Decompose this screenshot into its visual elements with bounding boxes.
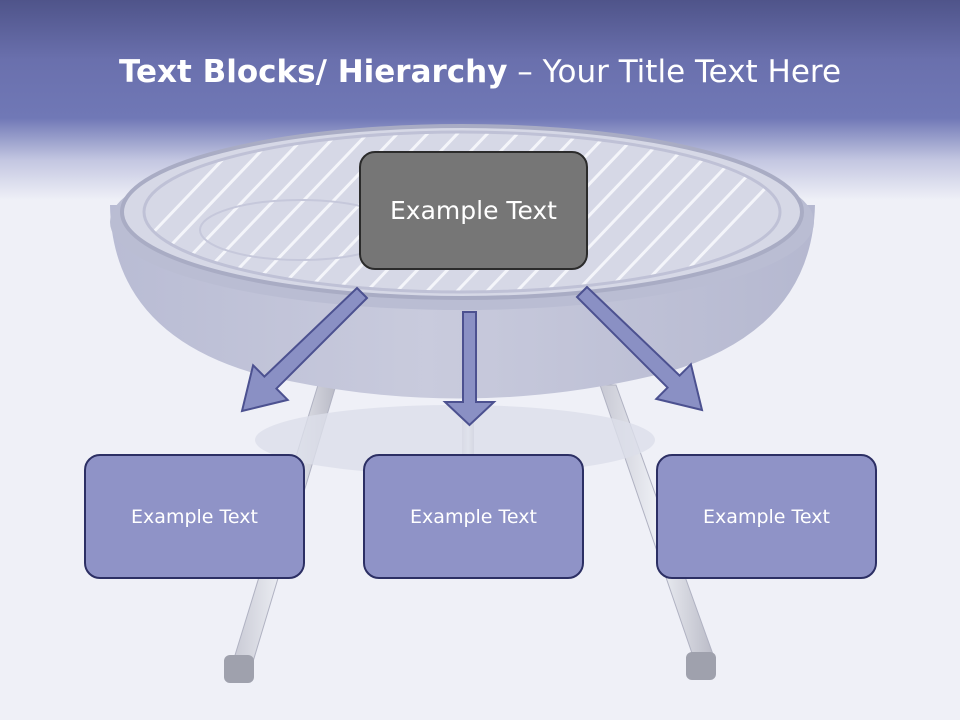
child-box-right-text: Example Text: [703, 505, 830, 528]
slide-title: Text Blocks/ Hierarchy – Your Title Text…: [0, 54, 960, 90]
arrow-left: [240, 286, 369, 413]
arrow-center: [442, 311, 497, 427]
child-box-center-text: Example Text: [410, 505, 537, 528]
title-bold-part: Text Blocks/ Hierarchy: [118, 54, 508, 90]
top-level-box-text: Example Text: [390, 196, 557, 225]
title-dash: –: [507, 54, 543, 90]
child-box-left: Example Text: [84, 454, 305, 579]
child-box-left-text: Example Text: [131, 505, 258, 528]
arrow-right: [575, 285, 704, 412]
child-box-center: Example Text: [363, 454, 584, 579]
child-box-right: Example Text: [656, 454, 877, 579]
top-level-box: Example Text: [359, 151, 588, 270]
title-regular-part: Your Title Text Here: [542, 54, 842, 90]
